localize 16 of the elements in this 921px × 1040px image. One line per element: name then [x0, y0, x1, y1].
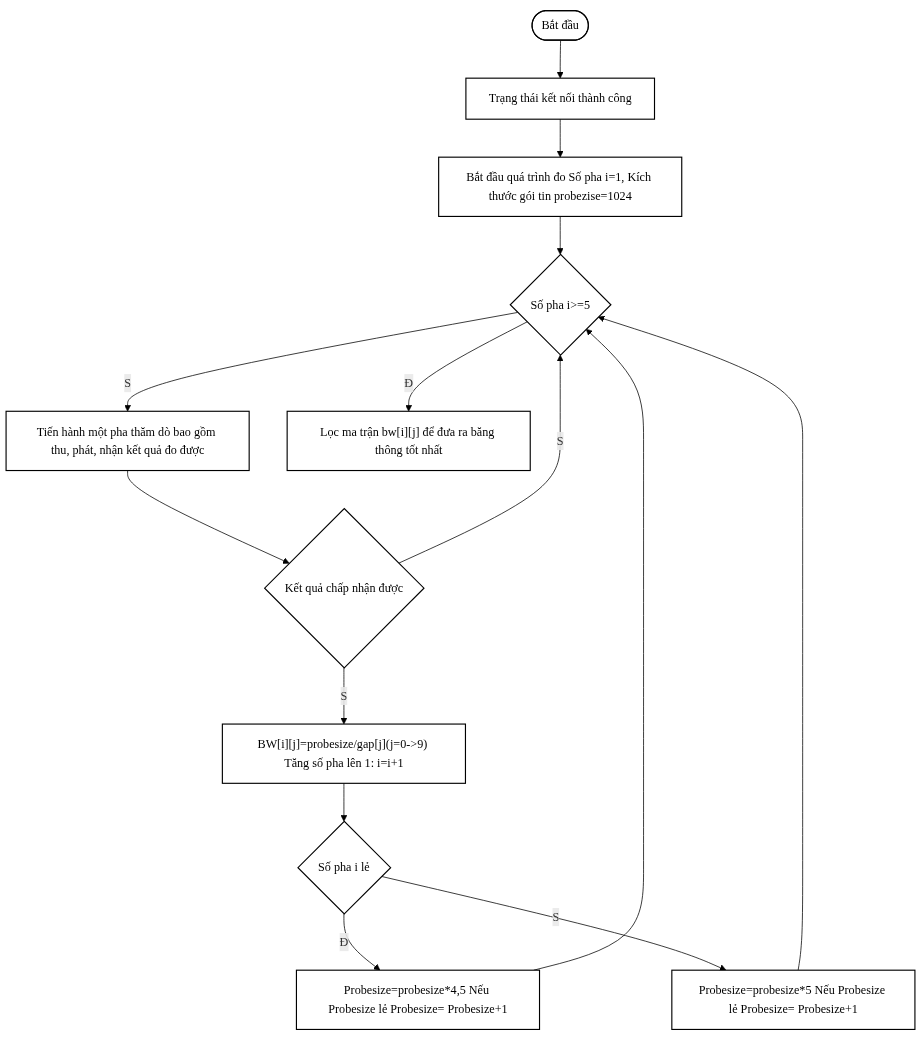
- node-box: Trạng thái kết nối thành công: [465, 77, 656, 120]
- node-box: Bắt đầu quá trình đo Số pha i=1, Kích thước gói tin probezise=1024: [438, 156, 683, 217]
- edge-label: S: [552, 910, 560, 924]
- edge-label: S: [556, 434, 564, 447]
- node-box: Probesize=probesize*4,5 Nếu Probesize lẻ Probesize= Probesize+1: [295, 969, 541, 1030]
- node-box: Probesize=probesize*5 Nếu Probesize lẻ Probesize= Probesize+1: [671, 969, 916, 1030]
- node-box: Tiến hành một pha thăm dò bao gồm thu, phát, nhận kết quả đo được: [5, 410, 250, 472]
- edge-label: Đ: [404, 376, 414, 390]
- edge-label: Đ: [339, 935, 349, 949]
- node-box: BW[i][j]=probesize/gap[j](j=0->9) Tăng số pha lên 1: i=i+1: [221, 723, 467, 784]
- edge-label: S: [340, 689, 348, 703]
- node-box: Lọc ma trận bw[i][j] để đưa ra băng thông tốt nhất: [286, 410, 531, 472]
- node-diamond: Số pha i lẻ: [297, 820, 392, 915]
- node-diamond: Số pha i>=5: [509, 253, 612, 356]
- node-diamond: Kết quả chấp nhận được: [263, 507, 425, 669]
- edge-label: S: [124, 376, 131, 390]
